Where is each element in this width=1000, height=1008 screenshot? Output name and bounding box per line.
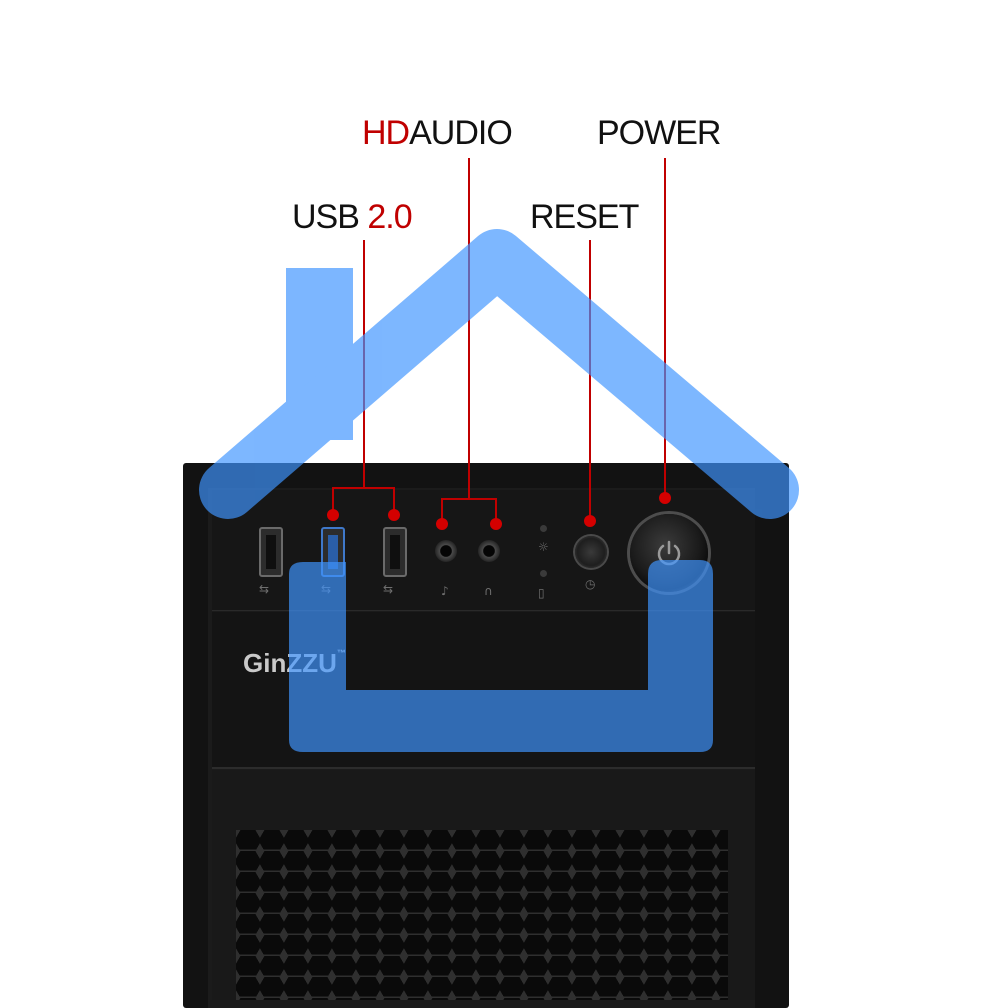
led-power-icon: ☼ — [538, 540, 549, 554]
hd-audio-label: HDAUDIO — [362, 114, 513, 152]
callout-dot-audio-2 — [490, 518, 502, 530]
usb-icon: ⇆ — [383, 582, 394, 596]
power-label: POWER — [597, 114, 721, 152]
reset-label-text: RESET — [530, 198, 639, 236]
usb-port-1[interactable] — [259, 527, 283, 577]
headphone-icon: ∩ — [484, 584, 493, 598]
reset-label: RESET — [530, 198, 639, 236]
reset-icon: ◷ — [585, 577, 596, 591]
callout-dot-power — [659, 492, 671, 504]
hdd-led — [540, 570, 547, 577]
mesh-grille — [236, 830, 728, 1000]
usb-label-accent: 2.0 — [367, 198, 412, 236]
power-led — [540, 525, 547, 532]
usb-port-3[interactable] — [383, 527, 407, 577]
usb-label: USB 2.0 — [292, 198, 413, 236]
microphone-icon: ♪ — [441, 584, 449, 598]
usb-label-main: USB — [292, 198, 368, 236]
power-label-text: POWER — [597, 114, 721, 152]
callout-dot-reset — [584, 515, 596, 527]
reset-button[interactable] — [575, 536, 607, 568]
headphone-jack[interactable] — [478, 540, 500, 562]
hdd-icon: ▯ — [538, 586, 545, 600]
usb-icon: ⇆ — [259, 582, 270, 596]
callout-dot-audio-1 — [436, 518, 448, 530]
microphone-jack[interactable] — [435, 540, 457, 562]
hd-audio-label-accent: HD — [362, 114, 410, 152]
callout-dot-usb-1 — [327, 509, 339, 521]
hd-audio-label-main: AUDIO — [409, 114, 513, 152]
callout-dot-usb-2 — [388, 509, 400, 521]
